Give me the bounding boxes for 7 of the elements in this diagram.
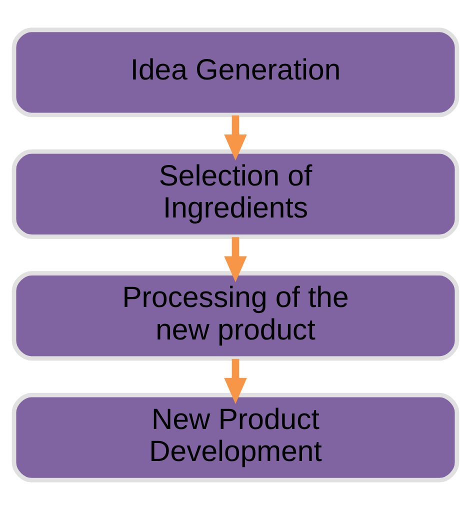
arrow bbox=[224, 237, 247, 282]
node-box: Idea Generation bbox=[12, 28, 460, 118]
node-box: New Product Development bbox=[12, 392, 460, 482]
node-box: Selection of Ingredients bbox=[12, 149, 460, 239]
arrow bbox=[224, 115, 247, 160]
node-box: Processing of the new product bbox=[12, 271, 460, 361]
arrow bbox=[224, 358, 247, 404]
